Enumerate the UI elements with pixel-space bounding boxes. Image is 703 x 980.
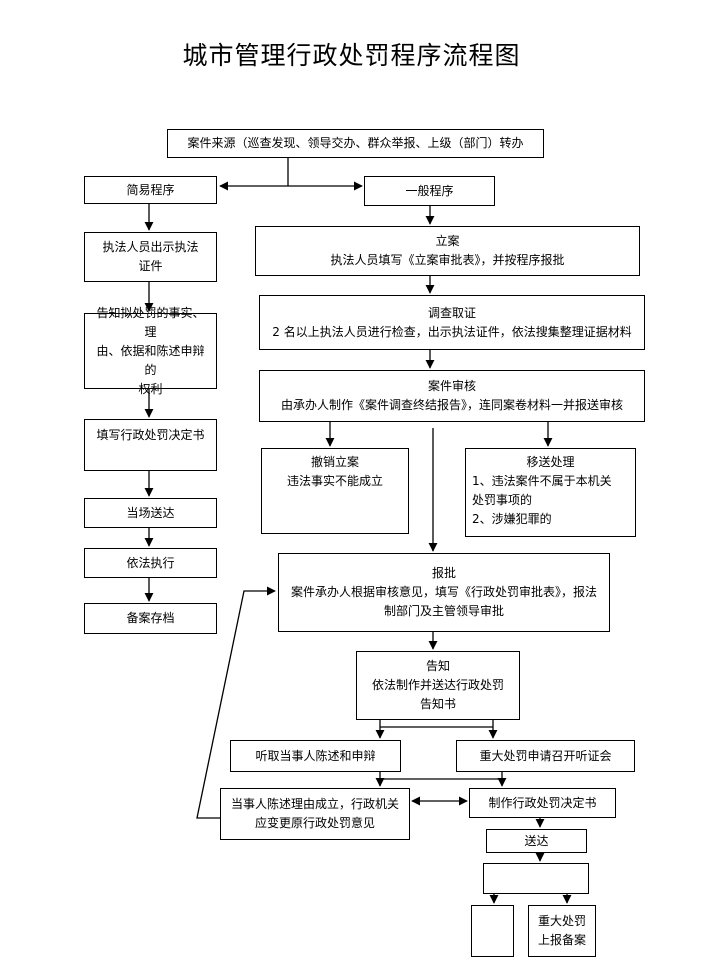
inform-facts-box: 告知拟处罚的事实、理 由、依据和陈述申辩的 权利	[84, 306, 217, 396]
box-line: 立案	[435, 234, 460, 248]
general-procedure-box: 一般程序	[364, 176, 495, 206]
box-line: 执法人员出示执法	[102, 240, 199, 254]
box-line: 移送处理	[526, 455, 575, 469]
change-opinion-box: 当事人陈述理由成立，行政机关 应变更原行政处罚意见	[220, 788, 410, 840]
box-line: 制部门及主管领导审批	[383, 604, 504, 618]
box-line: 权利	[138, 381, 163, 396]
box-line: 简易程序	[126, 182, 175, 197]
box-line: 2 名以上执法人员进行检查，出示执法证件，依法搜集整理证据材料	[272, 324, 632, 339]
box-line: 听取当事人陈述和申辩	[255, 748, 376, 763]
revoke-case-box: 撤销立案 违法事实不能成立	[261, 448, 409, 534]
archive-box: 备案存档	[84, 603, 217, 634]
box-line: 制作行政处罚决定书	[488, 795, 597, 810]
statement-box: 听取当事人陈述和申辩	[230, 740, 401, 772]
hearing-box: 重大处罚申请召开听证会	[456, 740, 635, 772]
investigation-box: 调查取证 2 名以上执法人员进行检查，出示执法证件，依法搜集整理证据材料	[259, 295, 645, 350]
onsite-delivery-box: 当场送达	[84, 498, 217, 528]
box-line: 案件来源（巡查发现、领导交办、群众举报、上级（部门）转办	[187, 136, 524, 150]
box-line: 上报备案	[537, 933, 586, 947]
page-title: 城市管理行政处罚程序流程图	[182, 41, 521, 70]
box-line: 处罚事项的	[472, 493, 533, 507]
major-archive-box: 重大处罚 上报备案	[528, 905, 596, 957]
blank-box-middle	[483, 863, 589, 894]
box-line: 当场送达	[126, 505, 175, 520]
box-line: 告知拟处罚的事实、理	[96, 305, 205, 339]
show-certificate-box: 执法人员出示执法 证件	[84, 232, 217, 282]
box-line: 报批	[431, 566, 456, 580]
deliver-box: 送达	[486, 829, 587, 853]
box-line: 由、依据和陈述申辩的	[96, 343, 205, 377]
box-line: 依法执行	[126, 555, 175, 570]
fill-decision-box: 填写行政处罚决定书	[84, 419, 217, 471]
box-line: 应变更原行政处罚意见	[254, 816, 375, 830]
file-case-box: 立案 执法人员填写《立案审批表》，并按程序报批	[255, 226, 640, 276]
simple-procedure-box: 简易程序	[84, 176, 217, 204]
box-line: 证件	[138, 259, 163, 273]
box-line: 重大处罚申请召开听证会	[479, 748, 612, 763]
box-line: 由承办人制作《案件调查终结报告》，连同案卷材料一并报送审核	[280, 398, 623, 412]
box-line: 2、涉嫌犯罪的	[472, 512, 552, 526]
box-line: 案件承办人根据审核意见，填写《行政处罚审批表》，报法	[290, 585, 597, 599]
box-line: 违法事实不能成立	[286, 474, 383, 488]
notify-box: 告知 依法制作并送达行政处罚 告知书	[356, 651, 520, 720]
box-line: 案件审核	[427, 379, 476, 393]
box-line: 一般程序	[405, 183, 454, 198]
box-line: 撤销立案	[310, 455, 359, 469]
box-line: 重大处罚	[537, 914, 586, 928]
box-line: 执法人员填写《立案审批表》，并按程序报批	[330, 253, 565, 267]
case-source-box: 案件来源（巡查发现、领导交办、群众举报、上级（部门）转办	[167, 129, 544, 158]
feedback-arrow	[196, 586, 276, 819]
blank-box-bottom	[471, 905, 514, 957]
box-line: 当事人陈述理由成立，行政机关	[230, 797, 399, 811]
box-line: 备案存档	[126, 611, 175, 625]
box-line: 1、违法案件不属于本机关	[472, 474, 612, 488]
report-approval-box: 报批 案件承办人根据审核意见，填写《行政处罚审批表》，报法 制部门及主管领导审批	[278, 553, 610, 632]
transfer-box: 移送处理 1、违法案件不属于本机关 处罚事项的 2、涉嫌犯罪的	[465, 448, 636, 537]
execute-box: 依法执行	[84, 548, 217, 578]
box-line: 调查取证	[427, 305, 476, 320]
case-review-box: 案件审核 由承办人制作《案件调查终结报告》，连同案卷材料一并报送审核	[259, 370, 645, 422]
box-line: 告知	[425, 659, 450, 673]
box-line: 填写行政处罚决定书	[96, 428, 205, 442]
box-line: 告知书	[419, 697, 456, 711]
make-decision-box: 制作行政处罚决定书	[469, 788, 616, 818]
box-line: 送达	[524, 833, 549, 848]
box-line: 依法制作并送达行政处罚	[371, 678, 504, 692]
